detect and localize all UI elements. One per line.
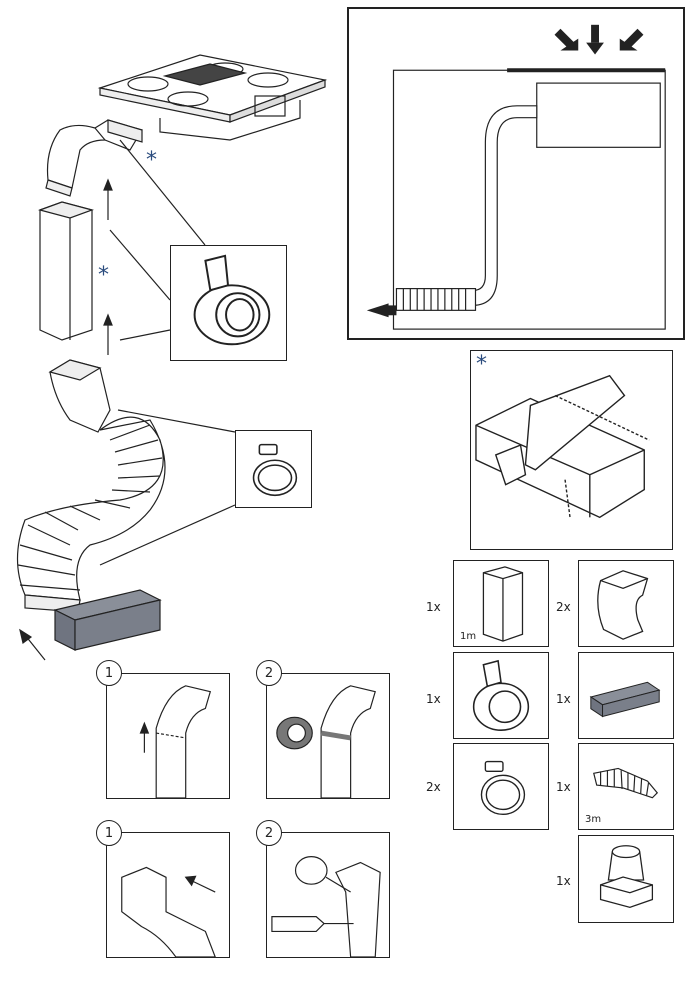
- length-straight-duct: 1m: [460, 631, 477, 642]
- asterisk-marker-duct: *: [98, 263, 109, 288]
- part-straight-duct: 1m: [453, 560, 549, 647]
- qty-clamp: 2x: [426, 780, 441, 794]
- elbow-duct-icon: [597, 570, 649, 640]
- asterisk-marker-elbow: *: [146, 148, 157, 173]
- hose-clamp-icon: [480, 760, 526, 816]
- asterisk-marker-cut: *: [476, 352, 487, 377]
- straight-duct-icon: [482, 566, 524, 642]
- straight-duct: [38, 201, 94, 341]
- step-number-1b: 1: [96, 820, 122, 846]
- step-number-2b: 2: [256, 820, 282, 846]
- step-2-tape-joint: [266, 673, 390, 799]
- cutting-instruction: [470, 350, 673, 550]
- part-tape: [453, 652, 549, 739]
- round-to-flat-adapter-icon: [599, 845, 654, 909]
- elbow-duct-top: [45, 119, 143, 197]
- clamp-callout: [235, 430, 312, 508]
- tape-roll-icon: [193, 254, 271, 346]
- airflow-arrows: [366, 24, 644, 318]
- cooktop-illustration: [97, 54, 328, 141]
- tape-roll-icon: [472, 659, 530, 731]
- part-plinth-vent: [578, 652, 674, 739]
- part-flexible-duct: 3m: [578, 743, 674, 830]
- qty-flexible-duct: 1x: [556, 780, 571, 794]
- qty-plinth-vent: 1x: [556, 692, 571, 706]
- installation-overview: [347, 7, 685, 340]
- step-2-clamp-tighten: [266, 832, 390, 958]
- tape-callout: [170, 245, 287, 361]
- step-1-duct-elbow: [106, 673, 230, 799]
- hose-clamp-icon: [252, 443, 298, 497]
- step-number-1a: 1: [96, 660, 122, 686]
- qty-tape: 1x: [426, 692, 441, 706]
- qty-straight-duct: 1x: [426, 600, 441, 614]
- flexible-duct-icon: [593, 767, 659, 799]
- qty-elbow-duct: 2x: [556, 600, 571, 614]
- qty-adapter: 1x: [556, 874, 571, 888]
- step-number-2a: 2: [256, 660, 282, 686]
- callout-lines: [99, 139, 236, 566]
- direction-arrows: [19, 178, 113, 661]
- elbow-duct-bottom: [48, 359, 111, 433]
- part-elbow-duct: [578, 560, 674, 647]
- length-flexible-duct: 3m: [585, 814, 602, 825]
- plinth-vent: [53, 589, 162, 651]
- part-adapter: [578, 835, 674, 923]
- step-1-flex-elbow: [106, 832, 230, 958]
- flexible-duct: [16, 416, 166, 613]
- plinth-vent-icon: [589, 681, 661, 718]
- part-clamp: [453, 743, 549, 830]
